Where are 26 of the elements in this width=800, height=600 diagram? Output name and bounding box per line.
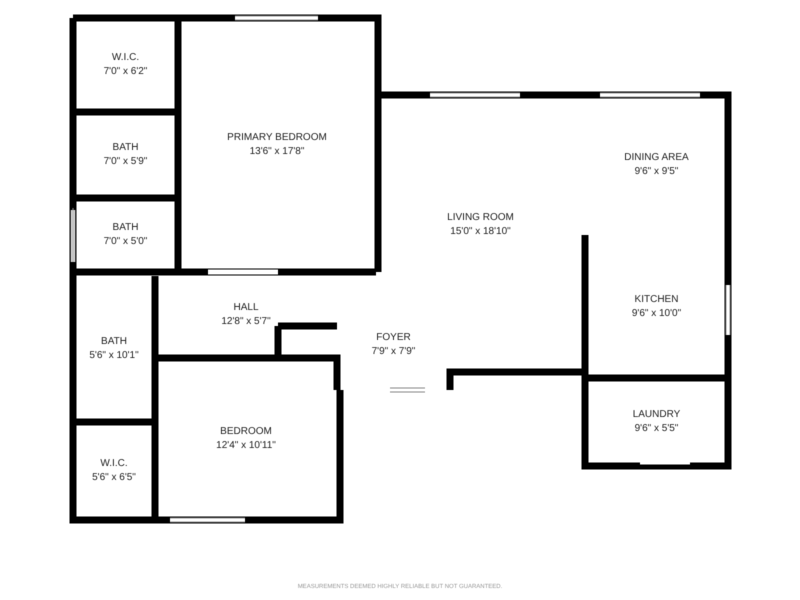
room-name: BATH <box>112 141 138 155</box>
room-dimensions: 12'4" x 10'11" <box>216 439 276 453</box>
room-name: KITCHEN <box>634 292 678 306</box>
room-name: DINING AREA <box>624 151 689 165</box>
room-name: LIVING ROOM <box>447 211 514 225</box>
room-dimensions: 12'8" x 5'7" <box>221 315 271 329</box>
room-name: PRIMARY BEDROOM <box>227 131 327 145</box>
room-dimensions: 9'6" x 5'5" <box>634 422 678 436</box>
room-name: BATH <box>101 335 127 349</box>
room-dimensions: 7'9" x 7'9" <box>372 345 416 359</box>
room-dimensions: 9'6" x 9'5" <box>634 165 678 179</box>
room-dimensions: 5'6" x 10'1" <box>89 349 139 363</box>
room-dimensions: 7'0" x 5'0" <box>104 235 148 249</box>
room-name: BEDROOM <box>220 425 272 439</box>
room-name: LAUNDRY <box>632 408 680 422</box>
room-name: BATH <box>112 221 138 235</box>
room-dimensions: 15'0" x 18'10" <box>450 225 511 239</box>
room-dimensions: 13'6" x 17'8" <box>250 145 304 159</box>
room-dimensions: 7'0" x 6'2" <box>104 65 148 79</box>
room-dimensions: 7'0" x 5'9" <box>104 155 148 169</box>
room-dimensions: 9'6" x 10'0" <box>632 306 682 320</box>
room-name: HALL <box>233 301 258 315</box>
room-name: W.I.C. <box>100 457 128 471</box>
room-name: W.I.C. <box>112 51 140 65</box>
room-name: FOYER <box>376 331 411 345</box>
room-dimensions: 5'6" x 6'5" <box>92 471 136 485</box>
